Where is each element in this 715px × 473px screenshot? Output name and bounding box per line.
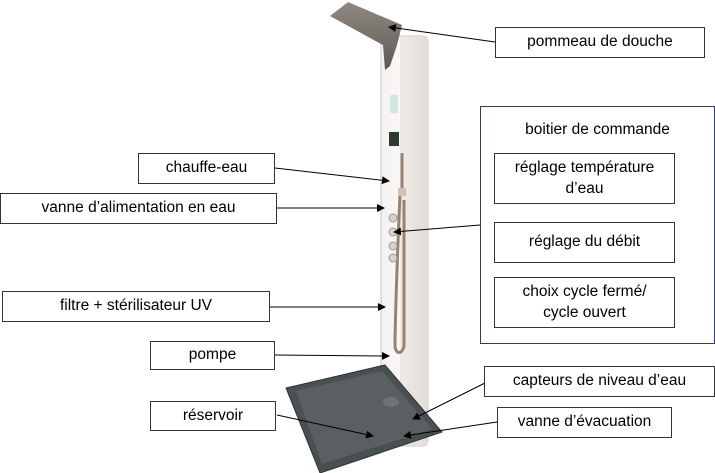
control-item-flow: réglage du débit bbox=[494, 222, 675, 263]
label-supply-valve: vanne d’alimentation en eau bbox=[0, 193, 277, 224]
label-water-heater: chauffe-eau bbox=[138, 153, 275, 184]
control-box-title: boitier de commande bbox=[525, 121, 670, 138]
label-filter-uv: filtre + stérilisateur UV bbox=[2, 291, 270, 322]
label-drain-valve: vanne d’évacuation bbox=[497, 407, 672, 438]
shower-column bbox=[330, 2, 429, 447]
label-pump: pompe bbox=[150, 341, 275, 370]
label-level-sensors: capteurs de niveau d’eau bbox=[484, 366, 715, 397]
shower-tray bbox=[285, 364, 443, 473]
control-item-temperature: réglage température d’eau bbox=[494, 153, 675, 204]
callout-arrows bbox=[270, 24, 498, 439]
control-item-cycle: choix cycle fermé/ cycle ouvert bbox=[494, 277, 675, 328]
label-reservoir: réservoir bbox=[150, 401, 276, 431]
shower-head-shape bbox=[330, 2, 402, 70]
label-shower-head: pommeau de douche bbox=[495, 27, 705, 58]
